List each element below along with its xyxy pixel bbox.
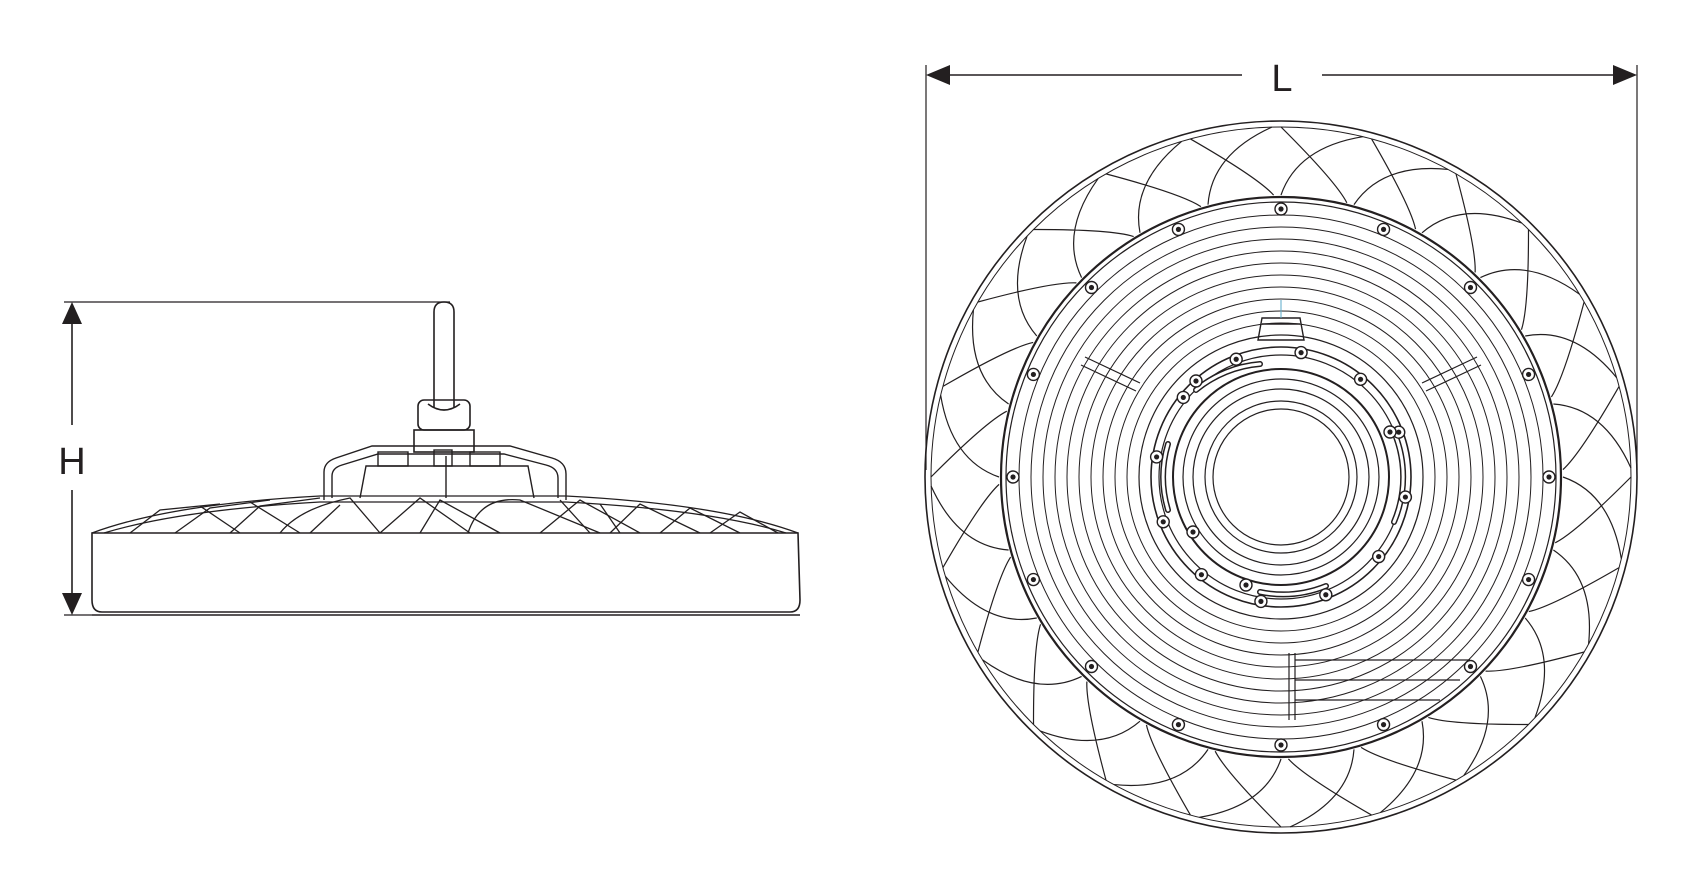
screw	[1274, 738, 1288, 752]
screw	[1463, 280, 1478, 295]
fin	[1428, 676, 1529, 776]
hook	[413, 301, 475, 453]
screw	[1254, 594, 1268, 609]
length-label: L	[1271, 58, 1292, 100]
screw	[1383, 425, 1397, 439]
fin	[1485, 617, 1585, 719]
screw	[1398, 490, 1413, 504]
screw	[1274, 202, 1288, 216]
fin	[1199, 750, 1282, 828]
screw	[1026, 367, 1041, 382]
screw	[1006, 470, 1020, 484]
screw	[1149, 450, 1164, 464]
screw	[1376, 717, 1391, 732]
lamp-body	[999, 195, 1563, 759]
center-collar	[1150, 346, 1412, 608]
fin	[1421, 173, 1523, 273]
segment-lines	[1080, 356, 1482, 720]
length-arrowhead-left	[926, 65, 950, 85]
length-arrowhead-right	[1613, 65, 1637, 85]
screw	[1542, 470, 1556, 484]
fin	[977, 235, 1077, 337]
screw	[1194, 567, 1209, 582]
screw	[1463, 659, 1478, 674]
screw	[1229, 352, 1243, 366]
screw	[1171, 717, 1186, 732]
fin	[944, 556, 1037, 653]
fin	[982, 624, 1082, 725]
length-dimension: L	[925, 58, 1638, 470]
fin	[942, 309, 1034, 405]
screw	[1156, 515, 1170, 529]
screw	[1189, 374, 1203, 388]
top-view: L	[924, 58, 1638, 834]
fin	[1553, 386, 1632, 471]
side-view: H	[58, 301, 801, 616]
connector-tab	[1257, 300, 1305, 341]
housing-base	[91, 532, 801, 616]
screw	[1176, 390, 1191, 405]
driver-housing	[323, 445, 567, 500]
screw	[1521, 367, 1536, 382]
screw	[1353, 372, 1368, 387]
fin	[1105, 140, 1202, 233]
screw	[1171, 222, 1186, 237]
height-label: H	[58, 441, 85, 483]
screw	[1294, 345, 1308, 360]
height-dimension: H	[58, 301, 450, 616]
height-arrowhead-bottom	[62, 593, 82, 615]
fin	[1280, 126, 1363, 204]
fin	[1033, 178, 1134, 278]
fin	[1528, 549, 1620, 645]
fin	[1113, 724, 1209, 816]
screw	[1186, 525, 1200, 539]
outer-fin-ring	[924, 120, 1638, 834]
fin	[930, 395, 1008, 478]
fin	[1353, 138, 1449, 230]
screw	[1521, 572, 1536, 587]
fin	[930, 483, 1009, 568]
fin	[1554, 476, 1632, 559]
screw	[1026, 572, 1041, 587]
screw	[1319, 588, 1333, 602]
fin	[1525, 301, 1618, 398]
screw	[1084, 280, 1099, 295]
height-arrowhead-top	[62, 302, 82, 324]
mounting-screws	[1006, 202, 1556, 752]
fin	[1039, 681, 1141, 781]
screw	[1376, 222, 1391, 237]
screw	[1239, 578, 1253, 592]
screw	[1371, 549, 1386, 564]
fin	[1480, 229, 1580, 330]
fin	[1287, 749, 1372, 828]
fin	[1190, 126, 1275, 205]
heat-sink-fins	[91, 495, 799, 534]
fin	[1360, 721, 1457, 814]
screw	[1084, 659, 1099, 674]
